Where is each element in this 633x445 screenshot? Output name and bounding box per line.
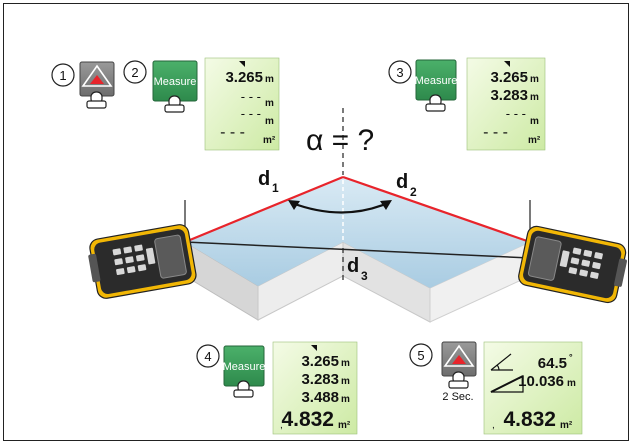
- svg-text:m: m: [341, 394, 350, 405]
- laser-device-left: [88, 224, 197, 299]
- step-1-number: 1: [59, 68, 66, 83]
- d1-subscript: 1: [272, 181, 279, 195]
- svg-text:3.488: 3.488: [301, 389, 339, 406]
- d3-line: [184, 241, 531, 259]
- finger-press-icon: [448, 371, 469, 389]
- finger-press-icon: [86, 91, 107, 109]
- svg-text:m: m: [530, 116, 539, 127]
- svg-text:3.283: 3.283: [301, 371, 339, 388]
- svg-text:4.832: 4.832: [503, 408, 556, 431]
- step-5-number: 5: [417, 348, 424, 363]
- svg-text:- - -: - - -: [241, 89, 261, 104]
- step-2-number: 2: [131, 65, 138, 80]
- finger-press-icon: [233, 380, 254, 398]
- room-corner-model: [184, 108, 531, 323]
- svg-text:3.265: 3.265: [490, 69, 528, 86]
- svg-text:m²: m²: [560, 420, 573, 431]
- d1-line: [184, 175, 344, 244]
- finger-press-icon: [164, 95, 185, 113]
- step-2: 2 Measure 3.265 m - - - m - - - m - - - …: [123, 57, 280, 151]
- triangle-icon: [490, 375, 524, 393]
- step-3: 3 Measure 3.265 m 3.283 m - - - m - - - …: [388, 57, 546, 151]
- svg-text:°: °: [569, 352, 573, 362]
- svg-text:3.265: 3.265: [301, 353, 339, 370]
- d3-label: d: [347, 255, 359, 277]
- svg-text:m²: m²: [263, 135, 276, 146]
- display-3: 3.265 m 3.283 m - - - m - - - m²: [466, 57, 546, 151]
- svg-text:,: ,: [492, 420, 495, 431]
- step-4: 4 Measure 3.265 m 3.283 m 3.488 m , 4.83…: [196, 341, 358, 435]
- svg-text:Measure: Measure: [415, 75, 458, 87]
- step-4-number: 4: [204, 349, 211, 364]
- step-3-number: 3: [396, 65, 403, 80]
- svg-text:m: m: [265, 74, 274, 85]
- step-5: 5 2 Sec. 64.5 ° 10.036: [409, 341, 583, 435]
- svg-text:m: m: [265, 98, 274, 109]
- svg-text:m: m: [265, 116, 274, 127]
- svg-text:10.036: 10.036: [518, 373, 564, 390]
- svg-text:4.832: 4.832: [281, 408, 334, 431]
- svg-text:m: m: [567, 378, 576, 389]
- angle-arc: [291, 201, 389, 214]
- svg-text:m: m: [341, 358, 350, 369]
- finger-press-icon: [425, 94, 446, 112]
- svg-text:Measure: Measure: [154, 76, 197, 88]
- measure-button-2[interactable]: Measure: [152, 60, 198, 102]
- svg-text:m²: m²: [528, 135, 541, 146]
- display-5: 64.5 ° 10.036 m , 4.832 m²: [483, 341, 583, 435]
- laser-button[interactable]: [79, 61, 115, 97]
- hold-duration-caption: 2 Sec.: [442, 391, 473, 403]
- display-2: 3.265 m - - - m - - - m - - - m²: [204, 57, 280, 151]
- display-4: 3.265 m 3.283 m 3.488 m , 4.832 m²: [272, 341, 358, 435]
- svg-text:3.265: 3.265: [225, 69, 263, 86]
- angle-question: α = ?: [306, 124, 374, 157]
- svg-text:- - -: - - -: [241, 106, 261, 121]
- svg-text:m: m: [341, 376, 350, 387]
- laser-device-right: [518, 225, 627, 304]
- d1-label: d: [258, 168, 270, 190]
- svg-text:m: m: [530, 92, 539, 103]
- svg-text:m: m: [530, 74, 539, 85]
- svg-text:- - -: - - -: [483, 124, 508, 141]
- d2-line: [342, 175, 531, 244]
- svg-text:Measure: Measure: [223, 361, 266, 373]
- svg-text:3.283: 3.283: [490, 87, 528, 104]
- d3-subscript: 3: [361, 269, 368, 283]
- svg-text:m²: m²: [338, 420, 351, 431]
- laser-button-hold[interactable]: [441, 341, 477, 377]
- angle-icon: [490, 353, 513, 371]
- measure-button-3[interactable]: Measure: [415, 59, 458, 101]
- svg-text:- - -: - - -: [506, 106, 526, 121]
- step-1: 1: [51, 61, 115, 109]
- d2-label: d: [396, 171, 408, 193]
- svg-text:,: ,: [280, 420, 283, 431]
- d2-subscript: 2: [410, 185, 417, 199]
- svg-text:64.5: 64.5: [538, 355, 567, 372]
- measure-button-4[interactable]: Measure: [223, 345, 266, 387]
- svg-text:- - -: - - -: [220, 124, 245, 141]
